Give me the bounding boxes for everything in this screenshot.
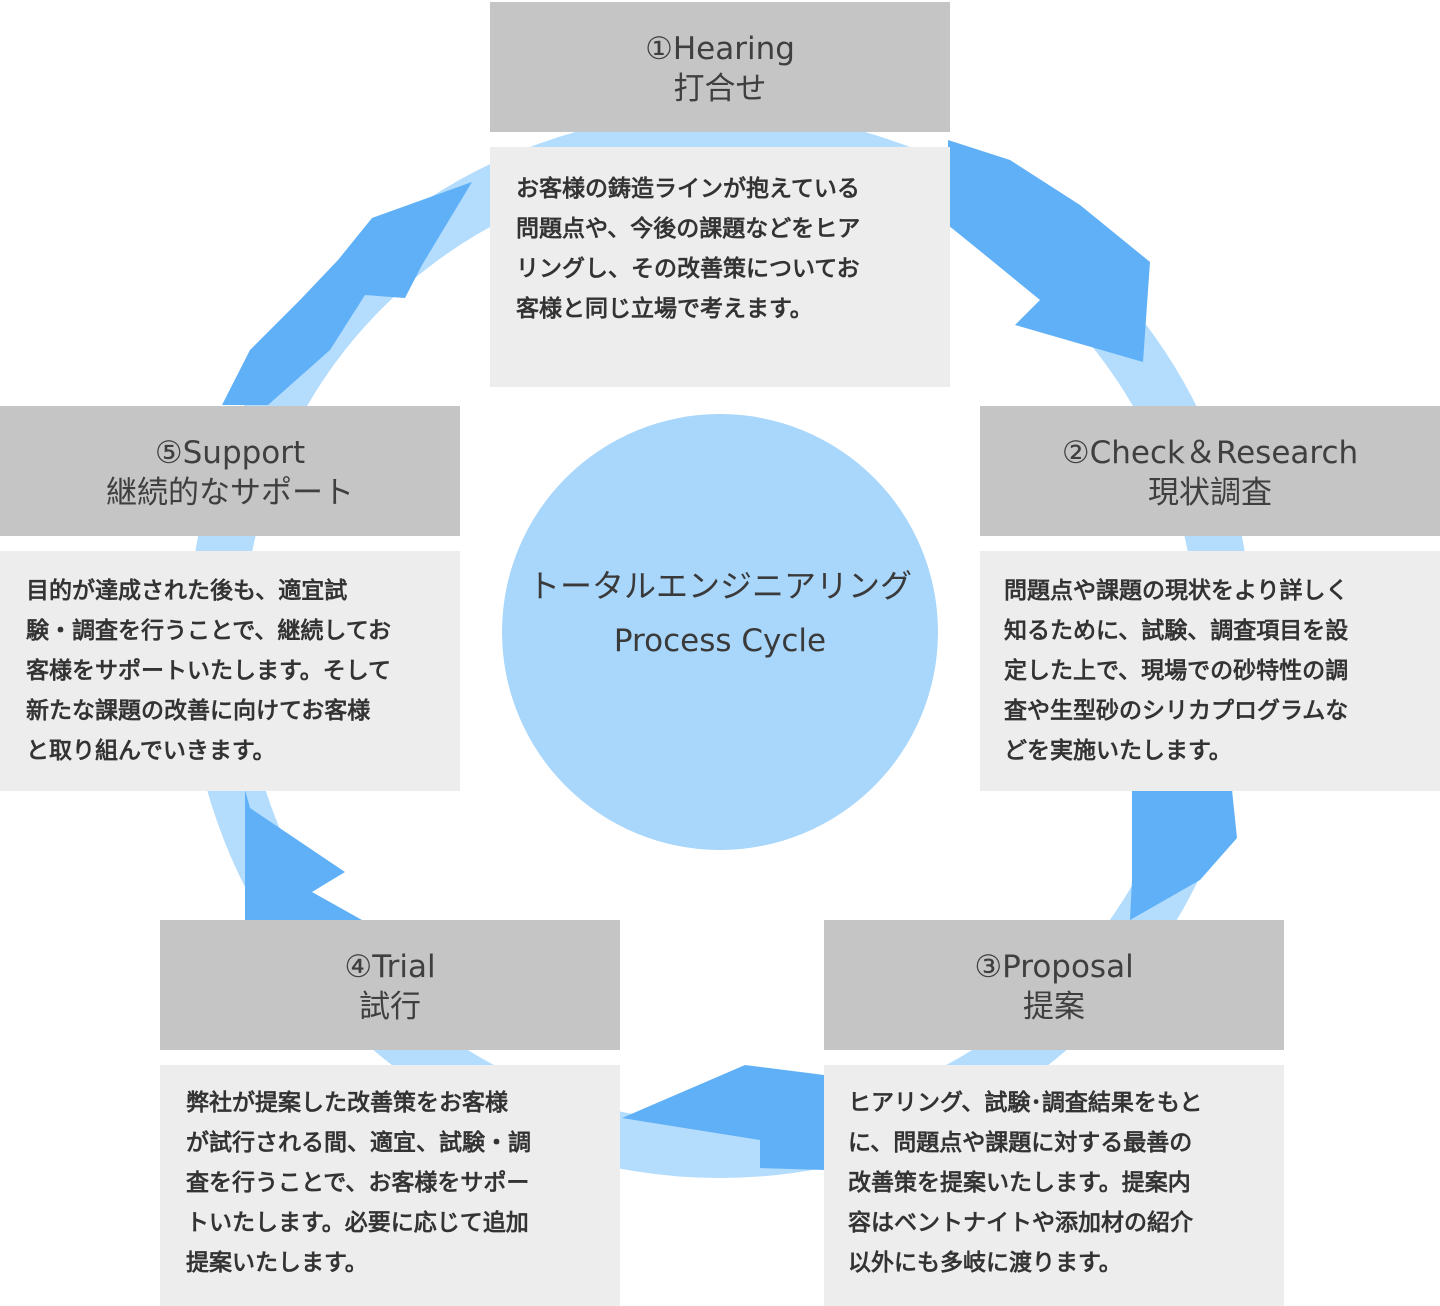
step-check-research: ②Check＆Research 現状調査 問題点や課題の現状をより詳しく 知るた…	[980, 406, 1440, 791]
step-check-research-line: 問題点や課題の現状をより詳しく	[1004, 578, 1349, 604]
step-support: ⑤Support 継続的なサポート 目的が達成された後も、適宜試 験・調査を行う…	[0, 406, 460, 791]
step-hearing-title-jp: 打合せ	[673, 71, 767, 107]
step-support-header: ⑤Support 継続的なサポート	[0, 406, 460, 536]
step-proposal-line: 以外にも多岐に渡ります。	[848, 1250, 1122, 1276]
arrow-hearing-to-check	[948, 140, 1150, 362]
step-trial-header: ④Trial 試行	[160, 920, 620, 1050]
step-support-line: と取り組んでいきます。	[26, 738, 276, 764]
arrow-check-to-proposal	[1130, 790, 1237, 920]
step-support-line: 験・調査を行うことで、継続してお	[26, 618, 392, 644]
step-hearing-header: ①Hearing 打合せ	[490, 2, 950, 132]
step-trial-line: 査を行うことで、お客様をサポー	[186, 1170, 530, 1196]
step-check-research-line: 査や生型砂のシリカプログラムな	[1004, 698, 1349, 724]
step-proposal-title-jp: 提案	[1023, 989, 1085, 1025]
step-check-research-line: どを実施いたします。	[1004, 738, 1232, 764]
step-hearing-line: リングし、その改善策についてお	[516, 256, 860, 282]
center-label: トータルエンジニアリング Process Cycle	[500, 560, 940, 670]
arrow-support-to-hearing	[222, 182, 472, 405]
step-check-research-line: 知るために、試験、調査項目を設	[1004, 618, 1349, 644]
step-check-research-title-en: ②Check＆Research	[1061, 435, 1359, 471]
step-hearing-title-en: ①Hearing	[645, 31, 795, 67]
step-proposal-title-en: ③Proposal	[974, 949, 1134, 985]
step-support-line: 新たな課題の改善に向けてお客様	[26, 698, 371, 724]
step-proposal: ③Proposal 提案 ヒアリング、試験･調査結果をもと に、問題点や課題に対…	[824, 920, 1284, 1306]
arrow-trial-to-support	[245, 790, 362, 920]
step-trial-title-en: ④Trial	[344, 949, 436, 985]
step-hearing: ①Hearing 打合せ お客様の鋳造ラインが抱えている 問題点や、今後の課題な…	[490, 2, 950, 387]
step-hearing-line: 客様と同じ立場で考えます。	[516, 296, 813, 322]
step-proposal-line: 改善策を提案いたします。提案内	[848, 1170, 1191, 1196]
arrow-proposal-to-trial	[622, 1065, 824, 1170]
step-support-title-en: ⑤Support	[154, 435, 306, 471]
step-hearing-line: お客様の鋳造ラインが抱えている	[516, 176, 860, 202]
step-check-research-header: ②Check＆Research 現状調査	[980, 406, 1440, 536]
step-trial-description: 弊社が提案した改善策をお客様 が試行される間、適宜、試験・調 査を行うことで、お…	[160, 1065, 620, 1306]
center-title-jp: トータルエンジニアリング	[527, 567, 912, 605]
step-check-research-line: 定した上で、現場での砂特性の調	[1004, 658, 1349, 684]
step-proposal-header: ③Proposal 提案	[824, 920, 1284, 1050]
center-title-en: Process Cycle	[613, 623, 827, 659]
step-proposal-line: に、問題点や課題に対する最善の	[848, 1130, 1193, 1156]
step-proposal-line: ヒアリング、試験･調査結果をもと	[848, 1090, 1203, 1116]
step-check-research-description: 問題点や課題の現状をより詳しく 知るために、試験、調査項目を設 定した上で、現場…	[980, 551, 1440, 791]
step-trial-line: が試行される間、適宜、試験・調	[186, 1130, 531, 1156]
step-proposal-description: ヒアリング、試験･調査結果をもと に、問題点や課題に対する最善の 改善策を提案い…	[824, 1065, 1284, 1306]
center-circle	[502, 414, 938, 850]
step-hearing-description: お客様の鋳造ラインが抱えている 問題点や、今後の課題などをヒア リングし、その改…	[490, 147, 950, 387]
step-trial-line: 弊社が提案した改善策をお客様	[186, 1090, 508, 1116]
step-trial-line: トいたします。必要に応じて追加	[186, 1210, 529, 1236]
step-trial-title-jp: 試行	[359, 989, 421, 1025]
step-check-research-title-jp: 現状調査	[1148, 475, 1272, 511]
step-support-line: 目的が達成された後も、適宜試	[26, 578, 348, 604]
step-proposal-line: 容はベントナイトや添加材の紹介	[848, 1210, 1193, 1236]
step-support-title-jp: 継続的なサポート	[106, 475, 354, 511]
step-hearing-line: 問題点や、今後の課題などをヒア	[516, 216, 861, 242]
step-support-description: 目的が達成された後も、適宜試 験・調査を行うことで、継続してお 客様をサポートい…	[0, 551, 460, 791]
step-support-line: 客様をサポートいたします。そして	[26, 658, 392, 684]
step-trial-line: 提案いたします。	[186, 1250, 368, 1276]
step-trial: ④Trial 試行 弊社が提案した改善策をお客様 が試行される間、適宜、試験・調…	[160, 920, 620, 1306]
